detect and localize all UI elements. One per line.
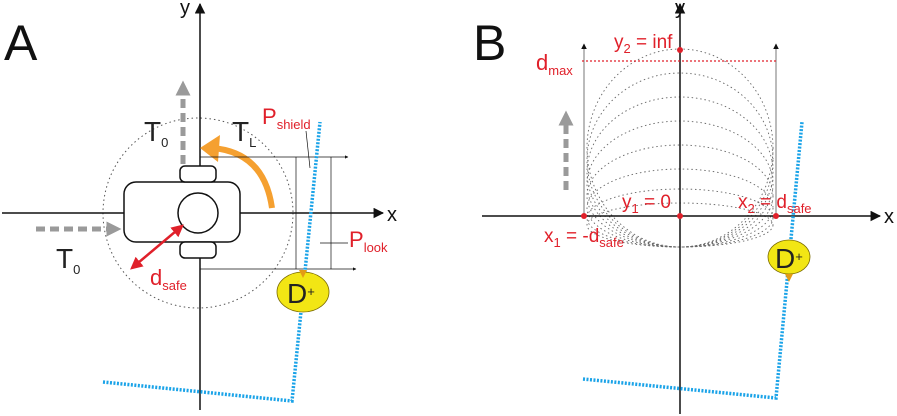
- blue-path-b: [582, 121, 804, 400]
- y2-label: y2 = inf: [614, 32, 673, 56]
- x-axis-label-b: x: [884, 206, 894, 228]
- panel-b: B x y: [473, 0, 894, 414]
- dynamic-obstacle-a: D+: [276, 270, 330, 313]
- robot-sensor: [177, 192, 219, 234]
- obstacle-direction-icon-b: [785, 274, 793, 282]
- ellipse-7: [586, 188, 774, 248]
- y1-label: y1 = 0: [622, 192, 671, 216]
- panel-a: A x y: [2, 0, 397, 410]
- y-axis-label: y: [180, 0, 190, 19]
- dynamic-obstacle-b: D+: [767, 239, 811, 282]
- panel-a-letter: A: [4, 15, 38, 71]
- ellipse-2: [586, 72, 774, 248]
- d-safe-arrow: [130, 224, 184, 270]
- p-shield-label: Pshield: [262, 104, 311, 132]
- panel-b-letter: B: [473, 15, 506, 71]
- p-look-label: Plook: [349, 227, 388, 255]
- robot-wheel-bottom: [179, 241, 217, 259]
- point-y2: [677, 47, 683, 53]
- d-safe-label: dsafe: [150, 265, 187, 293]
- ellipse-5: [586, 144, 774, 248]
- t0-left-label: T0: [56, 243, 80, 277]
- y-axis-label-b: y: [675, 0, 685, 19]
- point-y1: [677, 213, 683, 219]
- robot-body: [123, 181, 241, 243]
- turn-arrow-head: [200, 135, 220, 162]
- t0-top-label: T0: [144, 116, 168, 150]
- point-x1: [581, 213, 587, 219]
- robot-wheel-top: [179, 165, 217, 183]
- obstacle-direction-icon: [299, 270, 307, 278]
- x1-label: x1 = -dsafe: [544, 226, 624, 250]
- tl-label: TL: [232, 116, 256, 150]
- obstacle-label-b: D+: [775, 243, 803, 274]
- x-axis-label: x: [387, 204, 397, 226]
- x2-label: x2 = dsafe: [738, 192, 812, 216]
- d-max-label: dmax: [536, 50, 573, 78]
- turn-arrow: [211, 145, 275, 209]
- blue-path: [102, 121, 322, 403]
- p-shield-leader: [305, 130, 311, 169]
- point-x2: [773, 213, 779, 219]
- obstacle-label: D+: [287, 278, 315, 309]
- robot: [123, 165, 241, 259]
